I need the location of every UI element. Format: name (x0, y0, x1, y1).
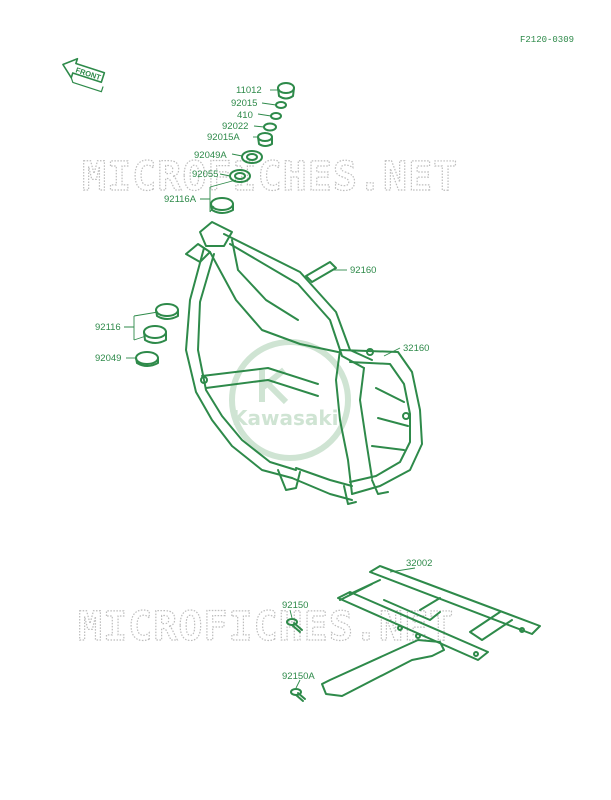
figure-code: F2120-0309 (520, 35, 574, 45)
part-label-92055: 92055 (192, 169, 218, 180)
part-label-410: 410 (237, 110, 253, 121)
watermark-top: MICROFICHES.NET (82, 154, 458, 200)
part-label-92015a: 92015A (207, 132, 240, 143)
kawasaki-logo-watermark: Kawasaki (229, 339, 351, 461)
part-label-92150: 92150 (282, 600, 308, 611)
part-label-92116a: 92116A (164, 194, 197, 205)
part-label-92116: 92116 (95, 322, 121, 333)
part-label-92015: 92015 (231, 98, 257, 109)
front-arrow-icon: FRONT (62, 57, 106, 93)
part-label-92160: 92160 (350, 265, 376, 276)
bolt-92150-icon (286, 618, 303, 633)
part-label-11012: 11012 (236, 85, 262, 96)
part-label-92022: 92022 (222, 121, 248, 132)
part-label-92049a: 92049A (194, 150, 227, 161)
bolt-92150a-icon (290, 688, 306, 702)
leader-lines (124, 89, 416, 689)
part-label-92049: 92049 (95, 353, 121, 364)
callout-labels: 11012 92015 410 92022 92015A 92049A 9205… (95, 85, 432, 682)
main-frame (185, 221, 423, 505)
lower-bearing-parts (135, 303, 179, 367)
sub-frame (321, 565, 541, 697)
watermark-bottom: MICROFICHES.NET (78, 604, 454, 650)
part-label-32160: 32160 (403, 343, 429, 354)
part-label-32002: 32002 (406, 558, 432, 569)
part-label-92150a: 92150A (282, 671, 315, 682)
logo-text: Kawasaki (232, 406, 339, 430)
